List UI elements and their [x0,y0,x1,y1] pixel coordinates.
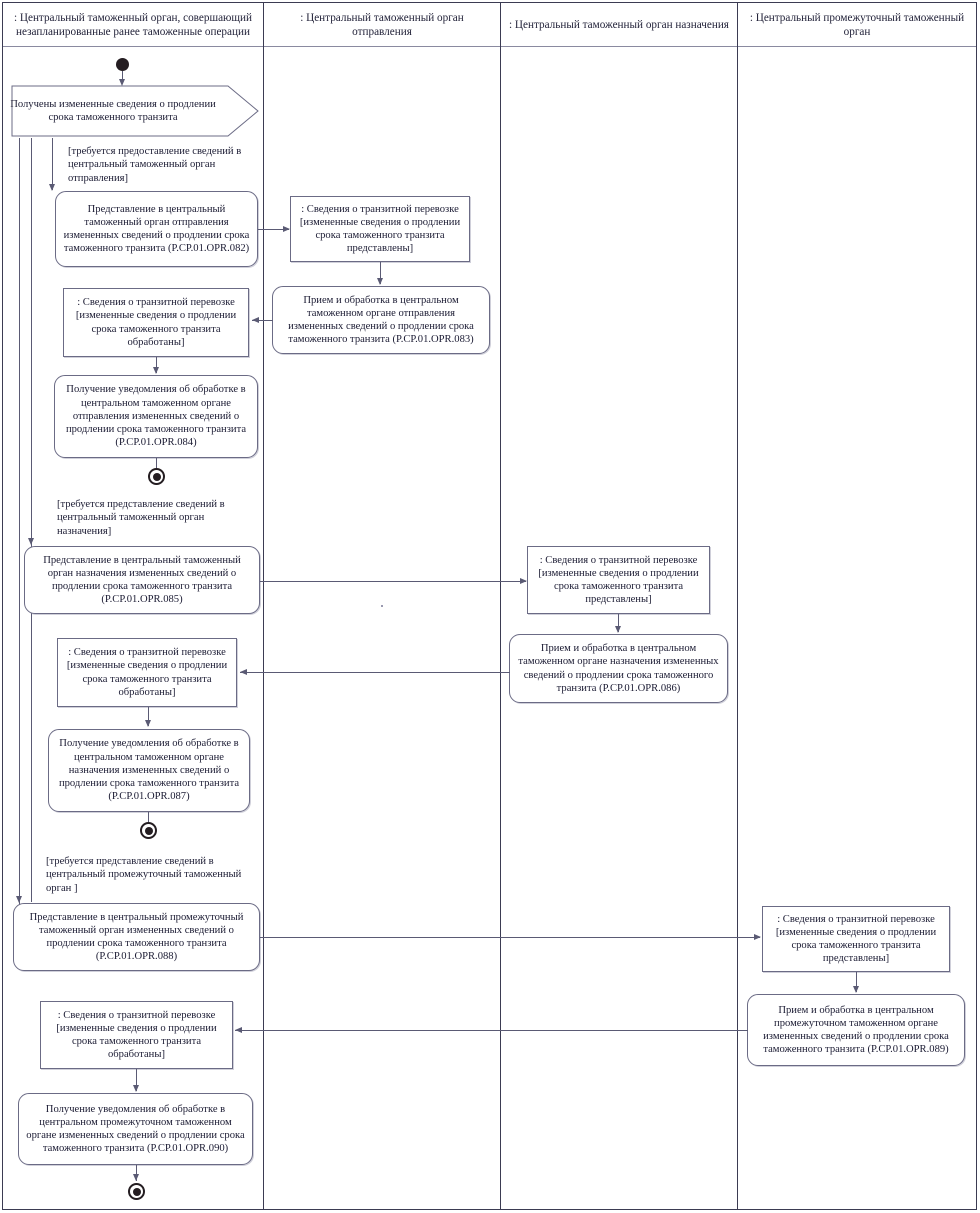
action-opr-086-label: Прием и обработка в центральном таможенн… [518,643,719,694]
edge-branch-to-085-arrow [28,538,34,545]
action-opr-090[interactable]: Получение уведомления об обработке в цен… [18,1093,253,1165]
lane-rule-intermediate [738,46,976,47]
lane-header-intermediate-label: : Центральный промежуточный таможенный о… [749,11,965,38]
edge-object-dep-processed-to-084 [156,357,157,373]
edge-085-to-object-dest-sent-arrow [520,578,527,584]
branch-line-destination [31,138,32,902]
edge-086-to-object-dest-processed-arrow [240,669,247,675]
stray-dot [381,605,383,607]
action-opr-089-label: Прием и обработка в центральном промежут… [763,1004,949,1056]
edge-object-int-sent-to-089-arrow [853,986,859,993]
edge-object-dep-processed-to-084-arrow [153,367,159,374]
lane-header-unplanned: : Центральный таможенный орган, совершаю… [3,3,263,46]
branch-line-intermediate [19,138,20,910]
edge-object-dest-sent-to-086 [618,614,619,632]
edge-085-to-object-dest-sent [260,581,526,582]
edge-init-to-signal [122,71,123,83]
guard-destination: [требуется представление сведений в цент… [57,499,225,537]
final-node-departure [148,468,165,485]
edge-088-to-object-int-sent-arrow [754,934,761,940]
edge-signal-to-082 [52,138,53,190]
object-departure-processed[interactable]: : Сведения о транзитной перевозке [измен… [63,288,249,357]
final-node-destination [140,822,157,839]
object-destination-sent-label: : Сведения о транзитной перевозке [измен… [538,554,699,606]
edge-object-int-sent-to-089 [856,972,857,992]
lane-header-unplanned-label: : Центральный таможенный орган, совершаю… [14,11,252,38]
action-opr-084-label: Получение уведомления об обработке в цен… [65,384,247,449]
action-opr-082[interactable]: Представление в центральный таможенный о… [55,191,258,267]
lane-divider-3 [737,3,738,1210]
object-intermediate-sent[interactable]: : Сведения о транзитной перевозке [измен… [762,906,950,972]
object-departure-sent[interactable]: : Сведения о транзитной перевозке [измен… [290,196,470,262]
action-opr-089[interactable]: Прием и обработка в центральном промежут… [747,994,965,1066]
signal-shape [11,85,259,137]
action-opr-085-label: Представление в центральный таможенный о… [43,554,241,606]
edge-084-to-final-1 [156,458,157,470]
object-intermediate-processed-label: : Сведения о транзитной перевозке [измен… [56,1009,217,1061]
initial-node [116,58,129,71]
edge-086-to-object-dest-processed [240,672,510,673]
action-opr-085[interactable]: Представление в центральный таможенный о… [24,546,260,614]
action-opr-084[interactable]: Получение уведомления об обработке в цен… [54,375,258,458]
signal-receipt-node: Получены измененные сведения о продлении… [10,84,260,138]
lane-divider-2 [500,3,501,1210]
edge-089-to-object-int-processed-arrow [235,1027,242,1033]
object-departure-processed-label: : Сведения о транзитной перевозке [измен… [75,297,237,348]
object-intermediate-sent-label: : Сведения о транзитной перевозке [измен… [775,913,937,965]
edge-object-dep-sent-to-083-arrow [377,278,383,285]
signal-receipt-label: Получены измененные сведения о продлении… [10,98,216,123]
action-opr-087[interactable]: Получение уведомления об обработке в цен… [48,729,250,812]
guard-intermediate: [требуется представление сведений в цент… [46,856,242,894]
edge-signal-to-082-arrow [49,184,55,191]
action-opr-083[interactable]: Прием и обработка в центральном таможенн… [272,286,490,354]
edge-object-dest-processed-to-087-arrow [145,720,151,727]
edge-082-to-object-dep-sent [258,229,289,230]
edge-087-to-final-2 [148,812,149,824]
edge-082-to-object-dep-sent-arrow [283,226,290,232]
edge-088-to-object-int-sent [260,937,760,938]
edge-object-dest-processed-to-087 [148,707,149,726]
lane-header-destination-label: : Центральный таможенный орган назначени… [509,18,729,31]
guard-departure: [требуется предоставление сведений в цен… [68,146,242,184]
edge-object-int-processed-to-090-arrow [133,1085,139,1092]
object-intermediate-processed[interactable]: : Сведения о транзитной перевозке [измен… [40,1001,233,1069]
action-opr-083-label: Прием и обработка в центральном таможенн… [288,294,474,346]
object-destination-processed[interactable]: : Сведения о транзитной перевозке [измен… [57,638,237,707]
edge-083-to-object-dep-processed-arrow [252,317,259,323]
edge-init-to-signal-arrow [119,79,125,86]
lane-rule-destination [501,46,737,47]
action-opr-086[interactable]: Прием и обработка в центральном таможенн… [509,634,728,703]
edge-090-to-final-3 [136,1165,137,1181]
lane-rule-departure [264,46,500,47]
edge-object-dest-sent-to-086-arrow [615,626,621,633]
object-destination-sent[interactable]: : Сведения о транзитной перевозке [измен… [527,546,710,614]
edge-object-int-processed-to-090 [136,1069,137,1091]
edge-branch-to-088-arrow [16,896,22,903]
edge-object-dep-sent-to-083 [380,262,381,284]
action-opr-088-label: Представление в центральный промежуточны… [29,911,244,963]
object-destination-processed-label: : Сведения о транзитной перевозке [измен… [66,647,228,698]
object-departure-sent-label: : Сведения о транзитной перевозке [измен… [299,203,461,255]
edge-083-to-object-dep-processed [252,320,273,321]
edge-089-to-object-int-processed [235,1030,748,1031]
action-opr-090-label: Получение уведомления об обработке в цен… [26,1103,245,1155]
lane-header-destination: : Центральный таможенный орган назначени… [501,3,737,46]
lane-header-departure: : Центральный таможенный орган отправлен… [264,3,500,46]
lane-header-intermediate: : Центральный промежуточный таможенный о… [738,3,976,46]
final-node-intermediate [128,1183,145,1200]
lane-rule-unplanned [3,46,263,47]
lane-divider-1 [263,3,264,1210]
action-opr-087-label: Получение уведомления об обработке в цен… [58,738,240,803]
lane-header-departure-label: : Центральный таможенный орган отправлен… [300,11,464,38]
action-opr-088[interactable]: Представление в центральный промежуточны… [13,903,260,971]
action-opr-082-label: Представление в центральный таможенный о… [63,203,250,255]
edge-090-to-final-3-arrow [133,1174,139,1181]
